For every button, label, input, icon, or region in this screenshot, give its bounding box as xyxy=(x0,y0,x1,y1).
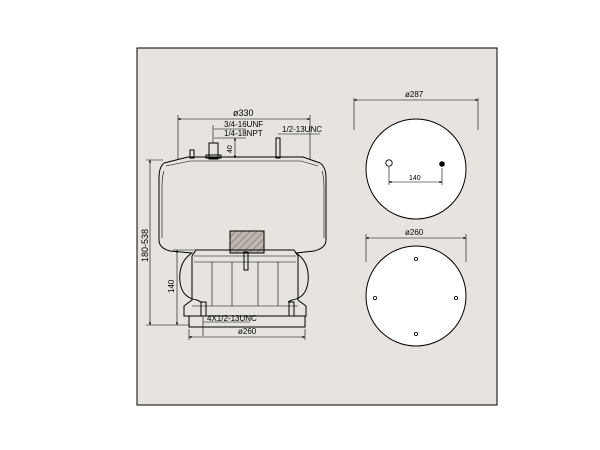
air-inlet-hole xyxy=(385,159,393,167)
side-view: ø330 3/4-16UNF 1/4-18NPT 1/2-13UNC 40 18… xyxy=(140,108,327,340)
air-fitting xyxy=(205,125,222,160)
stud-hole xyxy=(439,161,445,167)
bottom-thread-label: 4X1/2-13UNC xyxy=(207,314,257,323)
top-diameter-label: ø287 xyxy=(405,90,424,99)
top-view: ø287 140 xyxy=(353,90,479,220)
thread-label-2: 1/4-18NPT xyxy=(224,129,263,138)
bumper-block xyxy=(229,230,265,254)
bolt-hole-right xyxy=(453,295,458,300)
bottom-diameter-label: ø260 xyxy=(405,228,424,237)
bellow-outline xyxy=(158,162,202,303)
piston xyxy=(183,249,307,317)
height-range-label: 180-538 xyxy=(140,229,150,262)
top-plate xyxy=(163,156,321,164)
mounting-stud-left xyxy=(189,149,195,159)
base-plate xyxy=(188,315,306,328)
bolt-hole-top xyxy=(413,256,418,261)
bottom-view: ø260 xyxy=(365,228,467,347)
top-plate-circle xyxy=(365,118,467,220)
bottom-width-label: ø260 xyxy=(238,327,257,336)
base-plate-circle xyxy=(365,245,467,347)
bolt-hole-left xyxy=(372,295,377,300)
piston-height-label: 140 xyxy=(167,279,176,293)
drawing-frame xyxy=(136,47,498,406)
thread-label-3: 1/2-13UNC xyxy=(282,125,322,134)
top-width-label: ø330 xyxy=(233,108,254,118)
bolt-hole-bottom xyxy=(413,331,418,336)
thread-label-1: 3/4-16UNF xyxy=(224,120,263,129)
mounting-stud-right xyxy=(275,137,281,159)
stud-height-label: 40 xyxy=(227,145,234,153)
hole-spacing-label: 140 xyxy=(409,175,421,182)
